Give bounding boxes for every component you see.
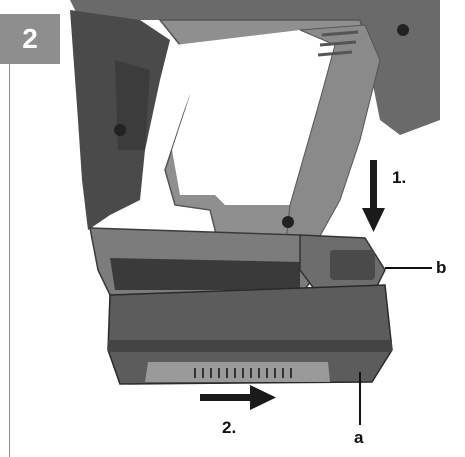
- tool-upper-housing: [70, 0, 440, 135]
- callout-part-b: b: [436, 258, 447, 277]
- figure-number-badge: 2: [0, 14, 60, 64]
- vent-2: [319, 40, 357, 47]
- left-rule: [9, 64, 10, 457]
- screw-4: [397, 24, 409, 36]
- mount-dark-strip: [110, 258, 300, 290]
- screw-3: [282, 216, 294, 228]
- callout-step-2: 2.: [222, 418, 237, 437]
- handle-opening: [172, 30, 335, 205]
- callout-part-a: a: [354, 428, 364, 447]
- arrow-down: [362, 160, 385, 232]
- latch-button: [330, 250, 375, 280]
- battery-lower-band: [108, 340, 392, 352]
- figure-number: 2: [22, 23, 38, 54]
- callout-step-1: 1.: [392, 168, 407, 187]
- arrow-right: [200, 385, 276, 410]
- battery-grip-strip: [145, 362, 330, 382]
- screw-1: [114, 124, 126, 136]
- vent-3: [317, 50, 353, 57]
- grip-texture: [115, 60, 150, 150]
- vent-1: [321, 30, 359, 37]
- grip-ribs: [194, 368, 292, 378]
